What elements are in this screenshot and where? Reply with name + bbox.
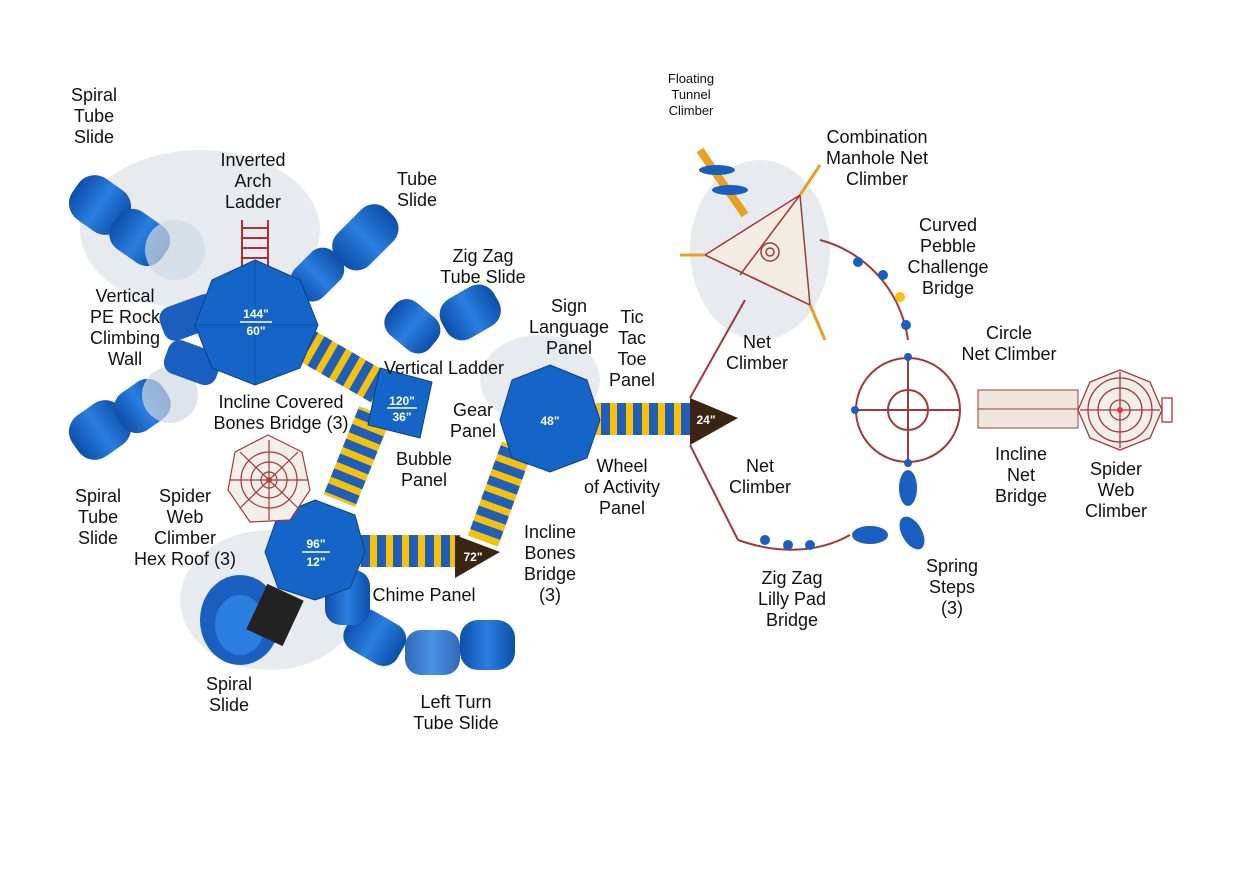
deck-144-roof: 144" 60"	[194, 259, 319, 386]
spider-web-climber	[1077, 369, 1173, 451]
tube-slide	[290, 204, 399, 302]
label-left-turn-tube-slide: Left Turn Tube Slide	[413, 692, 499, 733]
spider-web-hex-roof	[227, 434, 311, 523]
label-spider-web-climber: Spider Web Climber	[1084, 459, 1148, 521]
net-climber-bottom	[689, 444, 739, 541]
spring-steps	[899, 470, 925, 550]
label-inverted-arch-ladder: Inverted Arch Ladder	[220, 150, 286, 212]
label-combination-manhole: Combination Manhole Net Climber	[825, 127, 929, 189]
net-climber-top	[689, 299, 746, 399]
deck-144-bottom: 60"	[246, 324, 265, 338]
label-vertical-ladder: Vertical Ladder	[383, 358, 505, 378]
label-sign-language-panel: Sign Language Panel	[528, 296, 610, 358]
deck-96-bottom: 12"	[306, 555, 325, 569]
label-net-climber-bottom: Net Climber	[728, 456, 792, 497]
label-chime-panel: Chime Panel	[372, 585, 476, 605]
spiral-tube-slide-top	[68, 175, 205, 280]
incline-bones-bridge	[467, 441, 533, 547]
label-incline-covered-bones: Incline Covered Bones Bridge (3)	[213, 392, 349, 433]
combination-manhole-net	[680, 164, 827, 341]
deck-72: 72"	[455, 535, 500, 578]
label-spider-web-hex-roof: Spider Web Climber Hex Roof (3)	[133, 486, 237, 569]
chime-panel-bridge	[360, 535, 460, 567]
label-zig-zag-tube-slide: Zig Zag Tube Slide	[440, 246, 526, 287]
label-curved-pebble: Curved Pebble Challenge Bridge	[907, 215, 989, 298]
zig-zag-tube-slide	[384, 284, 501, 354]
spiral-tube-slide-bottom	[68, 367, 198, 460]
floating-tunnel-climber	[696, 147, 749, 218]
circle-net-climber	[851, 353, 961, 467]
deck-24-label: 24"	[696, 413, 715, 427]
label-tube-slide: Tube Slide	[396, 169, 438, 210]
deck-48-roof: 48"	[499, 364, 601, 473]
deck-48-label: 48"	[540, 414, 559, 428]
deck-24: 24"	[690, 398, 738, 445]
zig-zag-lilly-pad	[737, 526, 888, 551]
deck-120-roof: 120" 36"	[367, 367, 433, 439]
label-circle-net-climber: Circle Net Climber	[961, 323, 1057, 364]
deck-144-top: 144"	[243, 307, 269, 321]
deck-72-label: 72"	[463, 550, 482, 564]
label-incline-net-bridge: Incline Net Bridge	[994, 444, 1048, 506]
label-tic-tac-toe-panel: Tic Tac Toe Panel	[608, 307, 656, 390]
label-wheel-of-activity: Wheel of Activity Panel	[583, 456, 661, 518]
label-net-climber-top: Net Climber	[725, 332, 789, 373]
label-spiral-tube-slide-top: Spiral Tube Slide	[70, 85, 118, 147]
label-spiral-slide: Spiral Slide	[205, 674, 253, 715]
label-bubble-panel: Bubble Panel	[395, 449, 453, 490]
label-floating-tunnel-climber: Floating Tunnel Climber	[667, 71, 715, 118]
deck-120-bottom: 36"	[392, 410, 411, 424]
label-vertical-pe-rock: Vertical PE Rock Climbing Wall	[89, 286, 161, 369]
incline-net-bridge	[977, 389, 1079, 429]
spiral-slide	[200, 575, 304, 665]
label-spiral-tube-slide-bottom: Spiral Tube Slide	[74, 486, 122, 548]
curved-pebble-bridge	[819, 239, 911, 341]
deck-96-roof: 96" 12"	[264, 499, 366, 601]
label-zig-zag-lilly-pad: Zig Zag Lilly Pad Bridge	[757, 568, 827, 630]
tic-tac-toe-bridge	[596, 403, 696, 435]
label-spring-steps: Spring Steps (3)	[925, 556, 979, 618]
deck-120-top: 120"	[389, 394, 415, 408]
label-incline-bones-bridge: Incline Bones Bridge (3)	[523, 522, 577, 605]
label-gear-panel: Gear Panel	[449, 400, 497, 441]
deck-96-top: 96"	[306, 537, 325, 551]
